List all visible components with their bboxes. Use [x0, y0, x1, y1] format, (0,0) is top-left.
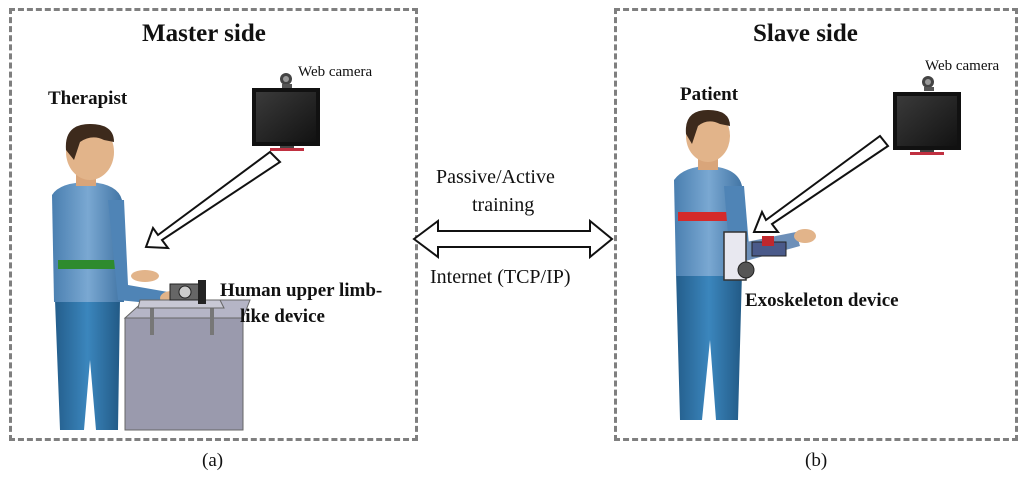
master-webcam-label: Web camera — [298, 64, 373, 80]
master-side-title: Master side — [142, 20, 266, 47]
master-camera-arrow-icon — [144, 150, 282, 250]
exoskeleton-device-label: Exoskeleton device — [745, 290, 899, 311]
training-mode-label-line1: Passive/Active — [436, 166, 555, 188]
master-monitor-icon — [252, 88, 320, 151]
internet-protocol-label: Internet (TCP/IP) — [430, 266, 571, 288]
slave-monitor-icon — [893, 92, 961, 155]
patient-figure-icon — [674, 110, 816, 420]
slave-webcam-icon — [922, 76, 934, 91]
master-webcam-icon — [280, 73, 292, 88]
upper-limb-device-label-line1: Human upper limb- — [220, 280, 383, 301]
bidirectional-link-arrow-icon — [412, 218, 614, 260]
upper-limb-device-icon — [169, 280, 206, 304]
caption-a: (a) — [202, 450, 224, 471]
patient-label: Patient — [680, 84, 739, 105]
exoskeleton-device-icon — [723, 231, 787, 281]
therapist-figure-icon — [52, 124, 184, 430]
master-table-icon — [123, 299, 251, 431]
master-side-panel — [9, 8, 418, 441]
slave-side-panel — [614, 8, 1018, 441]
slave-side-title: Slave side — [753, 20, 858, 47]
training-mode-label-line2: training — [472, 194, 535, 216]
therapist-label: Therapist — [48, 88, 128, 109]
slave-webcam-label: Web camera — [925, 58, 1000, 74]
caption-b: (b) — [805, 450, 828, 471]
upper-limb-device-label-line2: like device — [240, 306, 325, 327]
slave-camera-arrow-icon — [752, 134, 890, 233]
